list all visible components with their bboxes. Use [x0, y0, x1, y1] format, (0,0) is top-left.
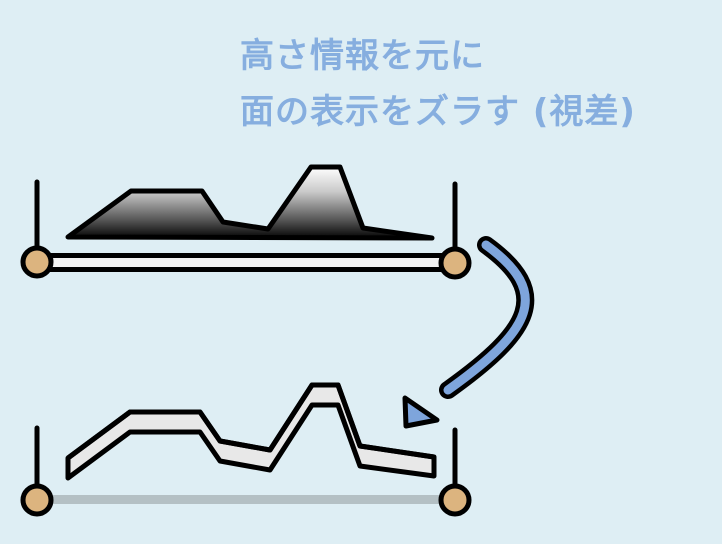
- bottom-right-node: [438, 483, 472, 517]
- bottom-left-node: [20, 483, 54, 517]
- height-map-shape: [65, 164, 435, 241]
- displaced-surface-front-edge: [66, 382, 435, 461]
- arrow-head: [402, 395, 440, 429]
- top-panel: [20, 164, 472, 280]
- caption-line-2: 面の表示をズラす (視差): [240, 92, 636, 132]
- top-plane-inner: [40, 258, 452, 267]
- bottom-plane-shadow: [40, 495, 452, 504]
- transform-arrow: [402, 236, 535, 429]
- caption: 高さ情報を元に 面の表示をズラす (視差): [240, 28, 636, 140]
- bottom-panel: [20, 382, 472, 517]
- arrow-shaft-fill: [443, 240, 530, 395]
- top-right-node: [438, 246, 472, 280]
- top-left-node: [20, 245, 54, 279]
- displaced-surface-top: [65, 382, 437, 481]
- caption-line-1: 高さ情報を元に: [240, 36, 485, 76]
